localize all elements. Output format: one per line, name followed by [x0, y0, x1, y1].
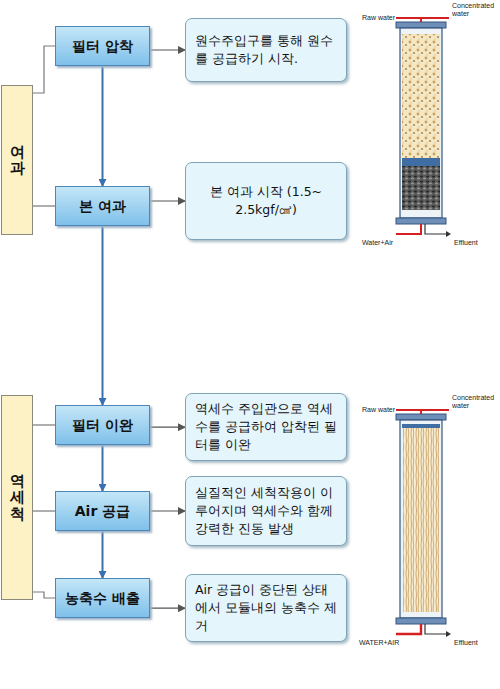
stage-group-box: 여과 [1, 85, 33, 235]
flow-arrow [150, 608, 185, 609]
description-box: 본 여과 시작 (1.5~ 2.5kgf/㎠) [185, 162, 347, 240]
pipe-label: Effluent [454, 639, 478, 647]
process-box: 필터 이완 [55, 405, 150, 445]
flow-arrow [102, 531, 104, 578]
filter-vessel-relaxed [396, 410, 451, 637]
description-box: Air 공급이 중단된 상태에서 모듈내의 농축수 제거 [185, 574, 347, 642]
flow-arrow [150, 200, 185, 201]
flow-arrow [102, 226, 104, 405]
node-text: Air 공급이 중단된 상태에서 모듈내의 농축수 제거 [195, 581, 337, 635]
pipe-label: Effluent [454, 239, 478, 247]
node-text: 농축수 배출 [65, 590, 140, 607]
stage-group-box: 역세척 [1, 395, 33, 600]
filter-vessel-compressed [396, 18, 451, 237]
pipe-label: Water+Air [362, 239, 393, 247]
node-text: 필터 이완 [72, 417, 133, 434]
node-text: 여과 [10, 144, 25, 177]
bracket-connector [33, 46, 55, 93]
description-box: 실질적인 세척작용이 이루어지며 역세수와 함께 강력한 진동 발생 [185, 476, 347, 546]
flow-arrow [102, 445, 104, 491]
pipe-label: Concentrated water [452, 394, 498, 409]
process-box: Air 공급 [55, 491, 150, 531]
pipe-label: Raw water [362, 14, 395, 22]
process-box: 필터 압착 [55, 26, 150, 66]
flow-arrow [102, 66, 104, 186]
pipe-label: Concentrated water [452, 2, 498, 17]
bracket-connector [33, 424, 55, 425]
node-text: 역세수 주입관으로 역세수를 공급하여 압착된 필터를 이완 [195, 400, 337, 454]
bracket-connector [33, 205, 55, 206]
flow-arrow [150, 510, 185, 511]
process-box: 본 여과 [55, 186, 150, 226]
bracket-connector [33, 510, 55, 511]
node-text: 역세척 [10, 473, 25, 523]
description-box: 원수주입구를 통해 원수를 공급하기 시작. [185, 18, 347, 82]
bracket-connector [33, 592, 55, 598]
flow-arrow [150, 427, 185, 428]
node-text: 원수주입구를 통해 원수를 공급하기 시작. [195, 32, 337, 68]
process-box: 농축수 배출 [55, 578, 150, 618]
node-text: 본 여과 시작 (1.5~ 2.5kgf/㎠) [195, 183, 337, 219]
description-box: 역세수 주입관으로 역세수를 공급하여 압착된 필터를 이완 [185, 393, 347, 461]
node-text: 필터 압착 [72, 38, 133, 55]
flow-arrow [150, 49, 185, 50]
pipe-label: WATER+AIR [359, 639, 399, 647]
pipe-label: Raw water [362, 406, 395, 414]
node-text: 본 여과 [79, 198, 126, 215]
node-text: 실질적인 세척작용이 이루어지며 역세수와 함께 강력한 진동 발생 [195, 484, 337, 538]
node-text: Air 공급 [75, 503, 130, 520]
